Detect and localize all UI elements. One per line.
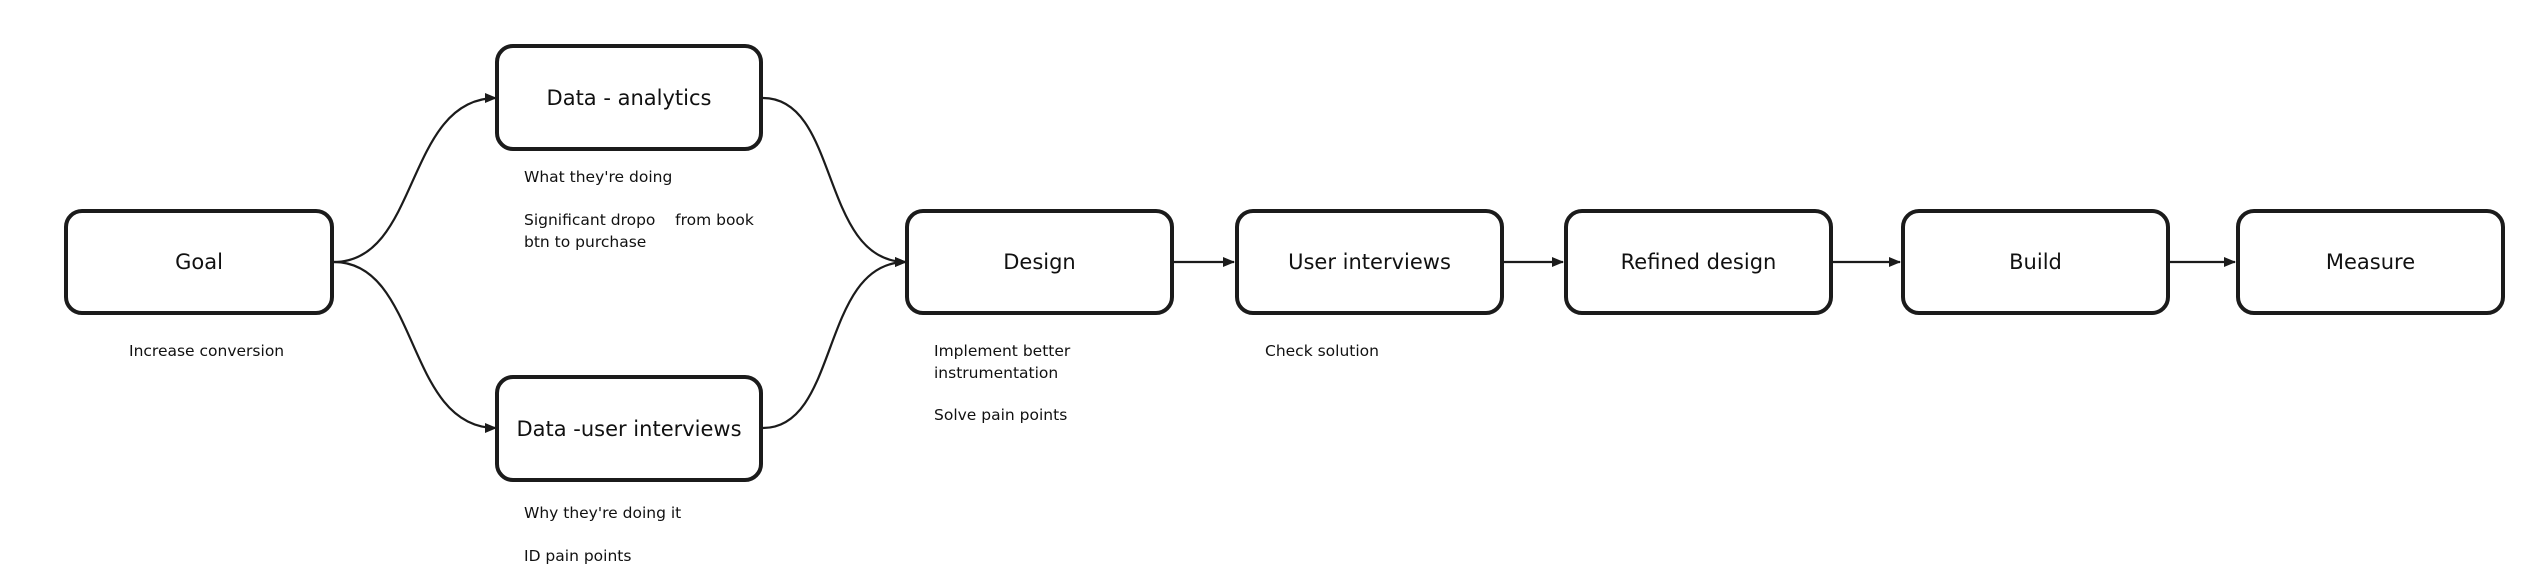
- node-data-user-interviews-label: Data -user interviews: [516, 416, 742, 441]
- node-design-label: Design: [1003, 250, 1076, 274]
- node-measure[interactable]: Measure: [2236, 209, 2505, 315]
- note-user-interviews: Check solution: [1265, 340, 1379, 362]
- note-goal: Increase conversion: [129, 340, 284, 362]
- note-user-interviews-check: Check solution: [1265, 342, 1379, 360]
- node-goal-label: Goal: [175, 250, 223, 274]
- node-goal[interactable]: Goal: [64, 209, 334, 315]
- node-data-user-interviews[interactable]: Data -user interviews: [495, 375, 763, 482]
- node-measure-label: Measure: [2325, 250, 2416, 274]
- note-interviews-why: Why they're doing it: [524, 504, 682, 522]
- node-user-interviews-label: User interviews: [1288, 250, 1451, 274]
- note-data-user-interviews: Why they're doing it ID pain points: [524, 502, 681, 567]
- note-analytics-dropoff-2: btn to purchase: [524, 233, 647, 251]
- note-design-instrument-2: instrumentation: [934, 364, 1059, 382]
- edge-goal-to-data-user-interviews: [333, 260, 497, 433]
- edge-data-user-interviews-to-design: [762, 257, 907, 430]
- node-data-analytics[interactable]: Data - analytics: [495, 44, 763, 151]
- note-analytics-what: What they're doing: [524, 168, 673, 186]
- node-user-interviews[interactable]: User interviews: [1235, 209, 1504, 315]
- note-data-analytics: What they're doing Significant dropo fro…: [524, 166, 754, 253]
- note-design-instrument-1: Implement better: [934, 342, 1071, 360]
- node-refined-design[interactable]: Refined design: [1564, 209, 1833, 315]
- node-refined-design-label: Refined design: [1620, 250, 1777, 274]
- note-interviews-pain: ID pain points: [524, 547, 632, 565]
- note-goal-line: Increase conversion: [129, 342, 285, 360]
- node-design[interactable]: Design: [905, 209, 1174, 315]
- note-design: Implement better instrumentation Solve p…: [934, 340, 1070, 426]
- node-data-analytics-label: Data - analytics: [546, 85, 712, 110]
- node-build-label: Build: [2009, 250, 2062, 274]
- node-build[interactable]: Build: [1901, 209, 2170, 315]
- note-design-pain: Solve pain points: [934, 406, 1068, 424]
- edge-data-analytics-to-design: [762, 96, 907, 267]
- edge-goal-to-data-analytics: [333, 93, 497, 264]
- note-analytics-dropoff-1: Significant dropo from book: [524, 211, 754, 229]
